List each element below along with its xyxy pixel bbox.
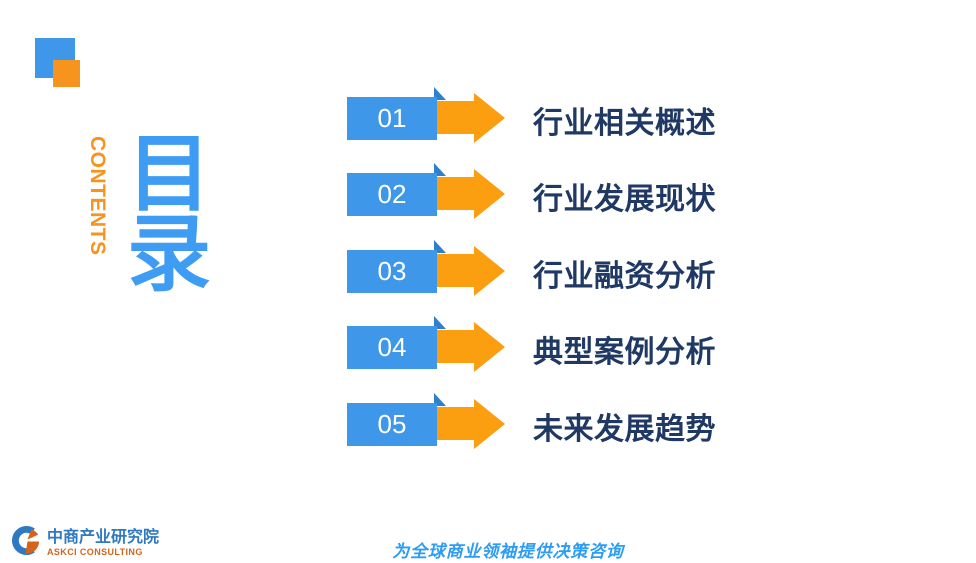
arrow-right-icon (437, 399, 505, 449)
fold-triangle-icon (434, 316, 446, 329)
fold-triangle-icon (434, 240, 446, 253)
logo-text: 中商产业研究院 ASKCI CONSULTING (47, 529, 160, 558)
toc-item-graphic: 05 (346, 392, 506, 450)
fold-triangle-icon (434, 87, 446, 100)
number-box (347, 250, 437, 293)
arrow-right-icon (437, 93, 505, 143)
toc-item-4[interactable]: 04 典型案例分析 (346, 315, 776, 375)
number-box (347, 173, 437, 216)
fold-triangle-icon (434, 393, 446, 406)
company-logo: 中商产业研究院 ASKCI CONSULTING (11, 525, 241, 559)
contents-vertical-label: CONTENTS (86, 136, 109, 256)
toc-item-number: 01 (377, 103, 407, 133)
number-box (347, 326, 437, 369)
footer-slogan: 为全球商业领袖提供决策咨询 (392, 542, 624, 561)
toc-item-label: 行业相关概述 (533, 107, 716, 140)
toc-item-number: 04 (377, 332, 407, 362)
toc-item-label: 未来发展趋势 (533, 413, 716, 446)
toc-item-label: 行业发展现状 (533, 183, 716, 216)
toc-item-5[interactable]: 05 未来发展趋势 (346, 392, 776, 452)
logo-name-cn: 中商产业研究院 (47, 529, 160, 546)
toc-item-number: 02 (377, 179, 407, 209)
fold-triangle-icon (434, 163, 446, 176)
toc-item-label: 行业融资分析 (533, 260, 716, 293)
toc-item-graphic: 01 (346, 86, 506, 144)
askci-logo-icon (11, 525, 40, 556)
toc-item-2[interactable]: 02 行业发展现状 (346, 162, 776, 222)
decor-square-orange (53, 60, 80, 87)
toc-item-number: 05 (377, 409, 407, 439)
toc-item-1[interactable]: 01 行业相关概述 (346, 86, 776, 146)
toc-item-number: 03 (377, 256, 407, 286)
number-box (347, 403, 437, 446)
page-title: 目录 (126, 127, 211, 301)
arrow-right-icon (437, 169, 505, 219)
toc-item-graphic: 02 (346, 162, 506, 220)
toc-item-graphic: 03 (346, 239, 506, 297)
toc-item-3[interactable]: 03 行业融资分析 (346, 239, 776, 299)
arrow-right-icon (437, 322, 505, 372)
number-box (347, 97, 437, 140)
toc-item-label: 典型案例分析 (533, 336, 716, 369)
toc-item-graphic: 04 (346, 315, 506, 373)
arrow-right-icon (437, 246, 505, 296)
logo-name-en: ASKCI CONSULTING (47, 547, 143, 557)
